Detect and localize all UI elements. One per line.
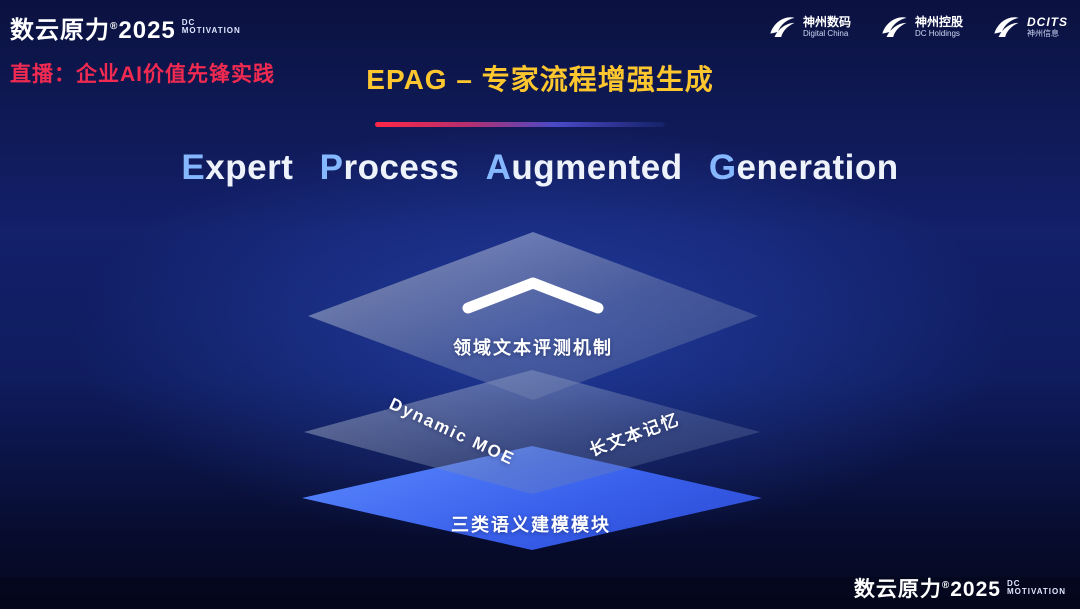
partner-name: DCITS bbox=[1027, 14, 1068, 29]
footer-band bbox=[0, 577, 1080, 609]
partner-sub: 神州信息 bbox=[1027, 29, 1059, 39]
dc-swoosh-icon bbox=[879, 12, 909, 42]
partner-sub: DC Holdings bbox=[914, 29, 960, 39]
logo-text: 神州控股 DC Holdings bbox=[914, 14, 963, 39]
subtitle-rest: eneration bbox=[736, 148, 899, 187]
subtitle-word: Expert bbox=[181, 148, 293, 188]
partner-name: 神州数码 bbox=[802, 14, 851, 29]
subtitle-initial: P bbox=[319, 148, 344, 187]
dc-swoosh-icon bbox=[991, 12, 1021, 42]
page-title: EPAG – 专家流程增强生成 bbox=[366, 64, 714, 95]
bottom-layer-label: 三类语义建模模块 bbox=[451, 515, 611, 535]
brand-year: 2025 bbox=[118, 17, 176, 44]
brand-sub-line1: DC bbox=[181, 18, 196, 27]
partner-logos: 神州数码 Digital China 神州控股 DC Holdings bbox=[767, 12, 1068, 42]
brand-text: 数云原力 bbox=[10, 17, 110, 44]
brand-sub-line2: MOTIVATION bbox=[181, 26, 241, 36]
dc-swoosh-icon bbox=[767, 12, 797, 42]
partner-sub: Digital China bbox=[802, 29, 849, 39]
logo-dcits: DCITS 神州信息 bbox=[991, 12, 1068, 42]
brand-text: 数云原力 bbox=[853, 578, 942, 601]
brand-name: 数云原力®2025 bbox=[10, 10, 176, 45]
title-gradient-underline bbox=[375, 122, 665, 127]
subtitle-epag-expansion: Expert Process Augmented Generation bbox=[0, 148, 1080, 188]
subtitle-initial: A bbox=[485, 148, 512, 187]
logo-digital-china: 神州数码 Digital China bbox=[767, 12, 851, 42]
subtitle-word: Augmented bbox=[486, 148, 683, 188]
partner-name: 神州控股 bbox=[914, 14, 963, 29]
registered-mark: ® bbox=[941, 580, 951, 591]
brand-name: 数云原力®2025 bbox=[854, 573, 1001, 603]
registered-mark: ® bbox=[110, 21, 119, 32]
subtitle-rest: ugmented bbox=[511, 148, 683, 187]
brand-sub-line1: DC bbox=[1006, 579, 1021, 588]
subtitle-initial: E bbox=[181, 148, 206, 187]
logo-text: 神州数码 Digital China bbox=[802, 14, 851, 39]
subtitle-rest: xpert bbox=[205, 148, 294, 187]
subtitle-word: Process bbox=[320, 148, 460, 188]
brand-logo-bottom-right: 数云原力®2025 DC MOTIVATION bbox=[854, 573, 1066, 603]
top-layer-label: 领域文本评测机制 bbox=[453, 338, 613, 358]
live-stream-label: 直播：企业AI价值先锋实践 bbox=[10, 63, 275, 86]
brand-year: 2025 bbox=[950, 578, 1001, 601]
brand-sub-line2: MOTIVATION bbox=[1006, 587, 1066, 597]
brand-subtext: DC MOTIVATION bbox=[182, 10, 241, 36]
subtitle-initial: G bbox=[708, 148, 737, 187]
brand-logo-top-left: 数云原力®2025 DC MOTIVATION bbox=[10, 10, 241, 45]
brand-subtext: DC MOTIVATION bbox=[1007, 573, 1066, 597]
logo-dc-holdings: 神州控股 DC Holdings bbox=[879, 12, 963, 42]
chevron-up-icon bbox=[458, 274, 608, 321]
subtitle-rest: rocess bbox=[343, 148, 460, 187]
subtitle-word: Generation bbox=[709, 148, 899, 188]
logo-text: DCITS 神州信息 bbox=[1027, 14, 1068, 39]
